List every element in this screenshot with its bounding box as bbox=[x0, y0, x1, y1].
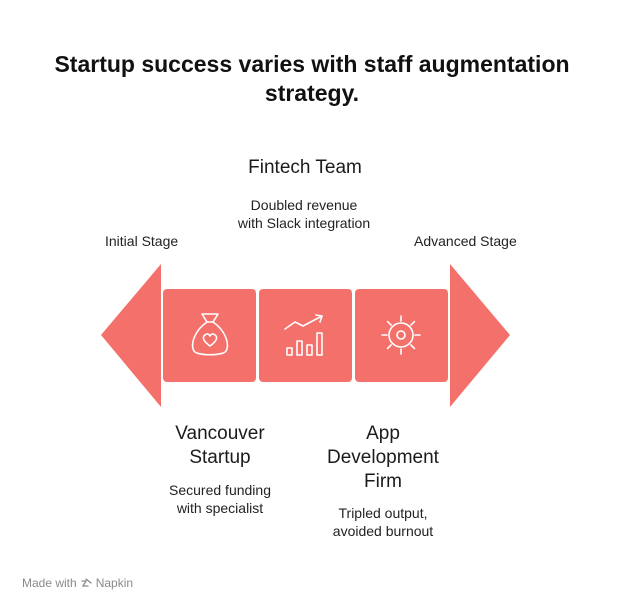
left-arrowhead bbox=[101, 264, 161, 407]
step-3-description: Tripled output, avoided burnout bbox=[332, 505, 434, 539]
napkin-logo-icon bbox=[81, 577, 92, 587]
made-with-label: Made with bbox=[22, 576, 77, 590]
step-1-heading: Vancouver Startup bbox=[175, 423, 265, 468]
step-3-panel bbox=[355, 289, 448, 382]
step-1-description: Secured funding with specialist bbox=[169, 482, 271, 516]
step-2-heading: Fintech Team bbox=[248, 157, 362, 178]
growth-chart-icon bbox=[284, 314, 323, 356]
advanced-stage-label: Advanced Stage bbox=[414, 233, 517, 249]
footer-attribution: Made with Napkin bbox=[22, 576, 133, 590]
step-2-panel bbox=[259, 289, 352, 382]
double-arrow bbox=[101, 264, 510, 407]
gear-sun-icon bbox=[381, 315, 421, 355]
diagram-title: Startup success varies with staff augmen… bbox=[54, 51, 570, 106]
money-bag-heart-icon bbox=[191, 313, 229, 356]
step-3-heading: App Development Firm bbox=[327, 423, 439, 492]
napkin-brand: Napkin bbox=[95, 576, 134, 590]
right-arrowhead bbox=[450, 264, 510, 407]
step-2-description: Doubled revenue with Slack integration bbox=[237, 197, 371, 231]
initial-stage-label: Initial Stage bbox=[105, 233, 179, 249]
